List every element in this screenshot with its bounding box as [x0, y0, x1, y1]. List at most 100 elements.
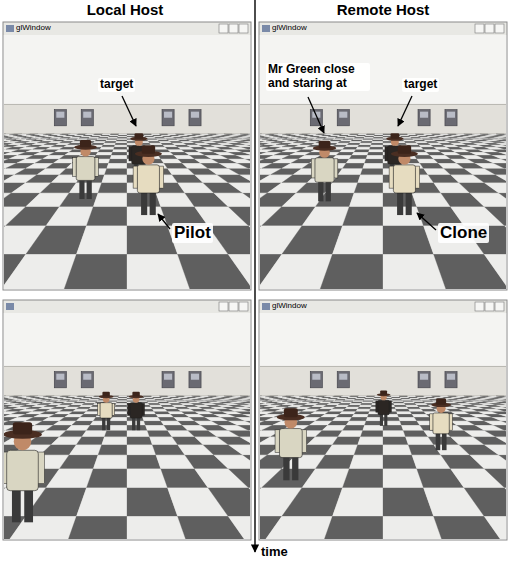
floor-tile	[345, 399, 356, 400]
floor-tile	[383, 455, 417, 469]
floor-tile	[336, 152, 354, 155]
floor-tile	[354, 399, 364, 400]
floor-tile	[26, 487, 87, 516]
floor-tile	[143, 417, 161, 421]
floor-tile	[102, 133, 111, 135]
back-wall	[260, 366, 506, 396]
floor-tile	[349, 455, 383, 469]
floor-tile	[250, 398, 251, 399]
avatar-figure	[315, 158, 334, 182]
floor-tile	[159, 395, 169, 397]
floor-tile	[404, 141, 416, 143]
window-frame	[3, 22, 251, 290]
floor-tile	[87, 138, 99, 139]
avatar-figure	[137, 165, 159, 193]
floor-tile	[241, 147, 250, 149]
floor-tile	[345, 145, 359, 147]
floor-tile	[362, 140, 373, 142]
wall-window	[56, 112, 64, 118]
floor-tile	[85, 395, 95, 397]
avatar-figure	[433, 413, 449, 434]
floor-tile	[147, 402, 159, 404]
wall-window	[447, 374, 455, 380]
floor-tile	[504, 395, 506, 397]
avatar-figure	[397, 192, 403, 215]
floor-tile	[401, 136, 411, 137]
floor-tile	[401, 399, 411, 400]
virtual-scene	[4, 313, 250, 539]
wall-window	[162, 372, 174, 388]
floor-tile	[302, 468, 349, 487]
floor-tile	[90, 398, 100, 399]
floor-tile	[149, 143, 162, 145]
floor-tile	[235, 411, 250, 414]
floor-tile	[498, 193, 506, 207]
floor-tile	[333, 155, 352, 159]
floor-tile	[399, 133, 408, 135]
floor-tile	[491, 149, 506, 152]
floor-tile	[96, 152, 113, 155]
window-button	[485, 24, 494, 33]
callout-label: Clone	[438, 223, 489, 243]
floor-tile	[246, 407, 250, 409]
floor-tile	[111, 152, 127, 155]
callout-label: Pilot	[172, 223, 213, 243]
floor-tile	[358, 133, 367, 135]
floor-tile	[208, 487, 250, 516]
wall-window	[310, 372, 322, 388]
virtual-scene	[4, 35, 250, 289]
floor-tile	[248, 140, 250, 142]
floor-tile	[415, 133, 425, 135]
wall-window	[191, 374, 199, 380]
floor-tile	[506, 398, 507, 399]
floor-tile	[98, 183, 127, 193]
virtual-scene	[4, 35, 250, 289]
floor-tile	[68, 395, 78, 397]
floor-tile	[395, 407, 408, 409]
floor-tile	[242, 138, 250, 139]
avatar-figure	[79, 179, 84, 199]
floor-tile	[356, 409, 370, 411]
floor-tile	[343, 138, 355, 139]
window-button	[229, 302, 238, 311]
window-button	[239, 24, 248, 33]
floor-tile	[358, 437, 383, 445]
avatar-figure	[398, 145, 411, 154]
floor-tile	[245, 397, 250, 398]
floor-tile	[504, 430, 506, 436]
floor-tile	[357, 135, 367, 136]
wall-window	[445, 372, 457, 388]
floor-tile	[372, 141, 383, 143]
floor-tile	[241, 409, 250, 411]
floor-tile	[146, 138, 157, 139]
floor-tile	[335, 143, 349, 145]
floor-tile	[316, 254, 383, 289]
floor-tile	[354, 411, 369, 414]
floor-tile	[399, 395, 408, 397]
floor-tile	[127, 430, 149, 436]
checker-floor	[260, 134, 506, 289]
floor-tile	[494, 402, 506, 404]
floor-tile	[504, 133, 506, 135]
window-frame	[259, 300, 507, 540]
floor-tile	[77, 133, 87, 135]
floor-tile	[333, 487, 384, 516]
floor-tile	[228, 445, 250, 455]
floor-tile	[228, 168, 250, 174]
wall-window	[418, 110, 430, 126]
floor-tile	[501, 135, 506, 136]
floor-tile	[383, 437, 408, 445]
floor-tile	[115, 143, 127, 145]
floor-tile	[26, 225, 87, 254]
floor-tile	[500, 141, 506, 143]
avatar-figure	[87, 179, 92, 199]
floor-tile	[113, 149, 127, 152]
floor-tile	[340, 140, 352, 142]
floor-tile	[498, 152, 506, 155]
floor-tile	[484, 445, 506, 455]
floor-tile	[501, 159, 506, 163]
floor-tile	[495, 175, 506, 183]
floor-tile	[393, 402, 404, 404]
floor-tile	[107, 138, 118, 139]
floor-tile	[316, 430, 343, 436]
